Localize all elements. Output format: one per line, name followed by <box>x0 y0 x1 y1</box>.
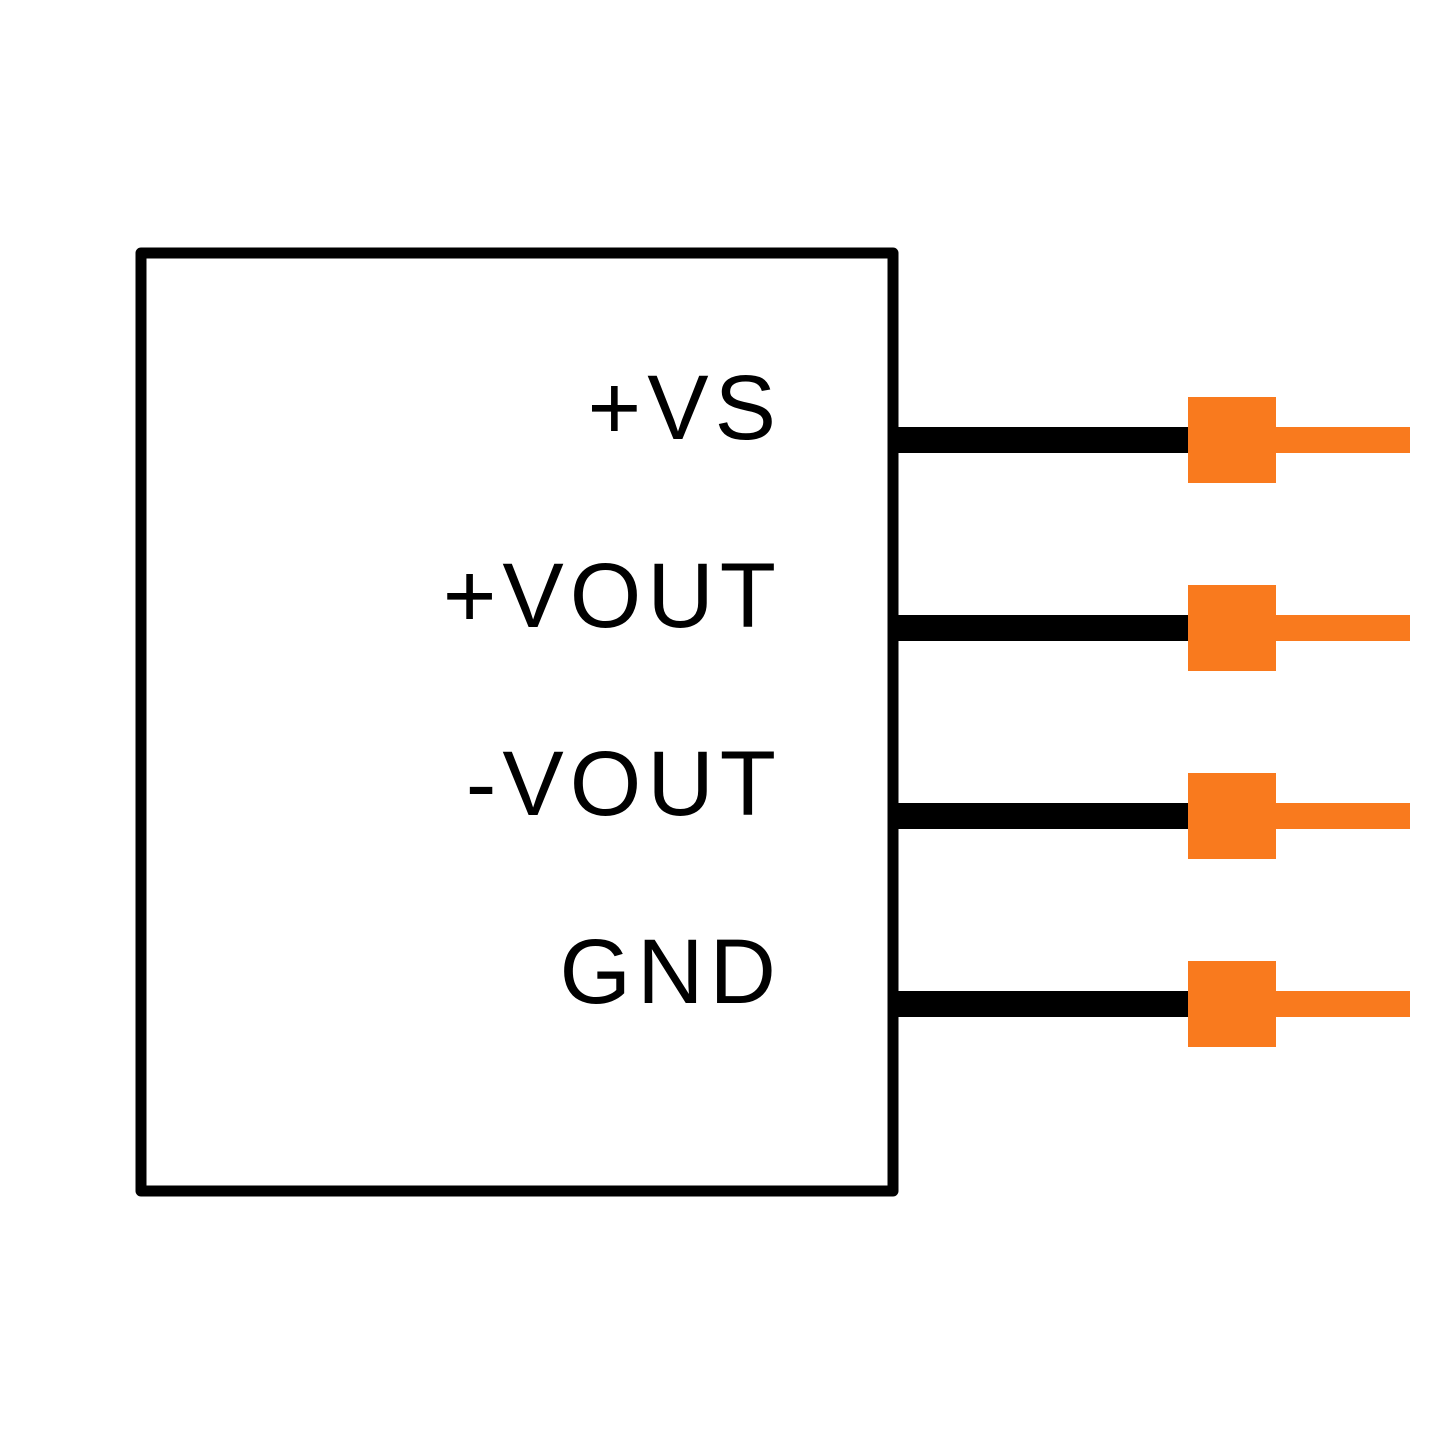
pin-label-vout-minus: -VOUT <box>466 733 782 835</box>
pin-vout-minus: -VOUT <box>466 733 1410 859</box>
pin-terminal-vout-plus[interactable] <box>1188 585 1276 671</box>
pin-terminal-vs[interactable] <box>1188 397 1276 483</box>
pin-label-vs: +VS <box>588 357 782 459</box>
pin-terminal-gnd[interactable] <box>1188 961 1276 1047</box>
component-body <box>135 247 899 1197</box>
pin-vout-plus: +VOUT <box>443 545 1410 671</box>
pin-gnd: GND <box>560 921 1410 1047</box>
pin-label-vout-plus: +VOUT <box>443 545 782 647</box>
pin-terminal-vout-minus[interactable] <box>1188 773 1276 859</box>
pin-label-gnd: GND <box>560 921 782 1023</box>
pin-vs: +VS <box>588 357 1410 483</box>
